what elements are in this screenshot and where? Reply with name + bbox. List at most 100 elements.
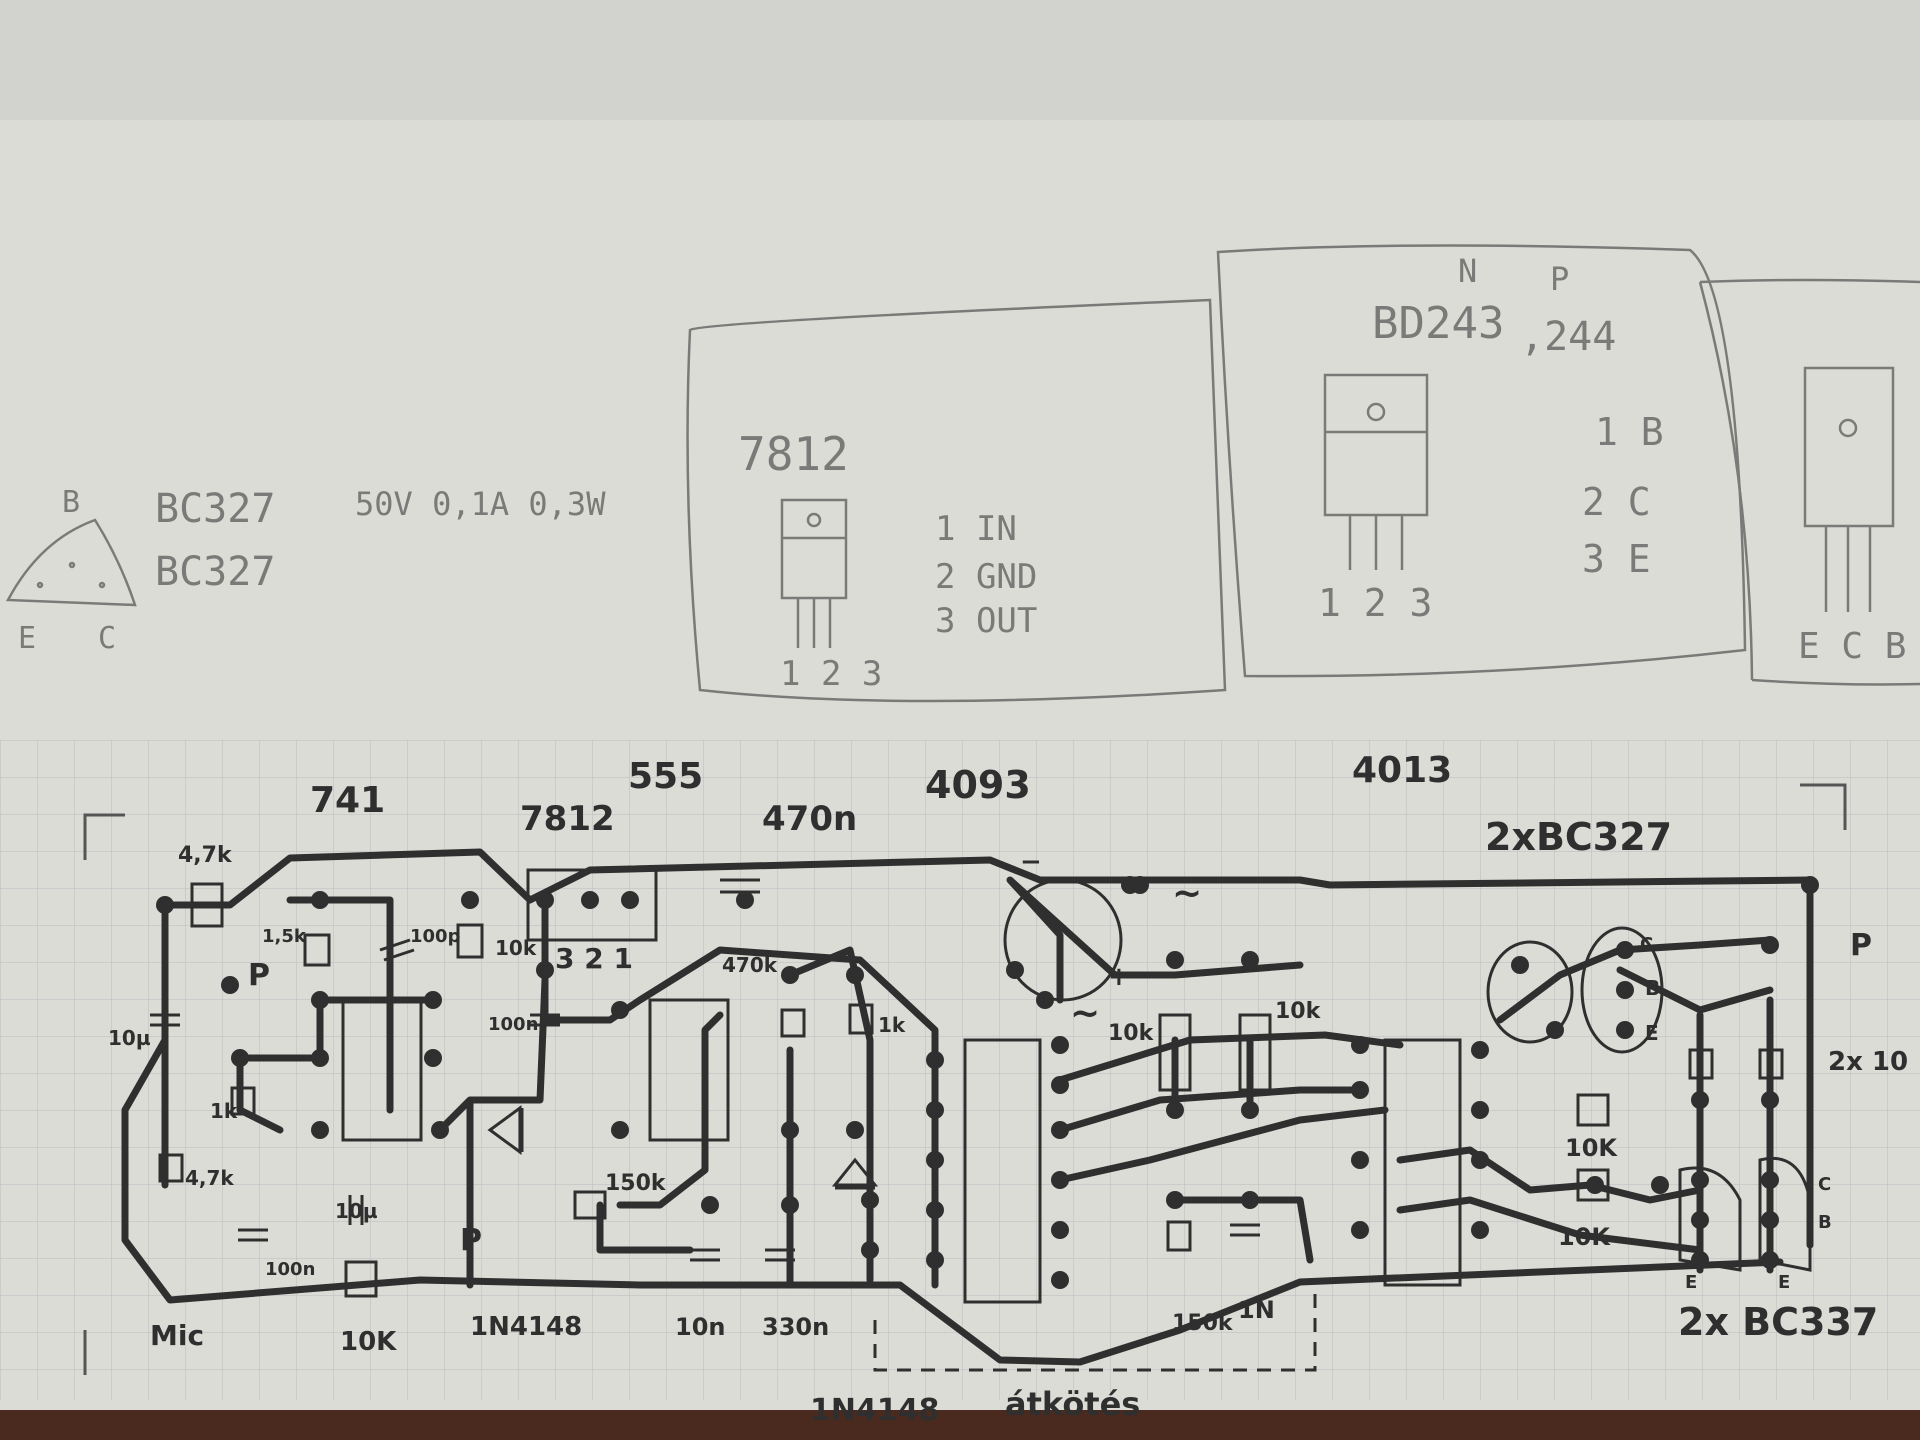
capacitor-1n	[1230, 1223, 1260, 1237]
label-r-4k7-top: 4,7k	[178, 843, 233, 868]
label-c-1n: 1N	[1238, 1296, 1275, 1324]
pad	[621, 891, 639, 909]
label-2xbc337: 2x BC337	[1678, 1300, 1878, 1344]
resistor-10k-a	[456, 923, 484, 959]
ic-4093-body	[963, 1038, 1042, 1304]
pad	[1471, 1101, 1489, 1119]
pad	[431, 1121, 449, 1139]
label-c-10u-b: 10µ	[335, 1199, 378, 1223]
ic-4013-body	[1383, 1038, 1462, 1287]
bd243-type-p: P	[1550, 260, 1569, 298]
pad	[1586, 1176, 1604, 1194]
label-r-10k-f: 10K	[1558, 1223, 1611, 1251]
label-ac-2: ~	[1070, 993, 1100, 1034]
pad	[1051, 1076, 1069, 1094]
label-bottom-note: átkötés	[1005, 1385, 1140, 1423]
to92-pin-dot-3	[98, 581, 106, 589]
bd243-type-n: N	[1458, 252, 1477, 290]
to92-pin-dot-2	[68, 561, 76, 569]
pad	[781, 966, 799, 984]
label-r-10k-a: 10k	[495, 936, 537, 960]
resistor-4k7-b	[158, 1153, 184, 1183]
resistor-10k-c	[1158, 1013, 1192, 1092]
pad	[1166, 951, 1184, 969]
pad	[1691, 1211, 1709, 1229]
label-r-150k-a: 150k	[605, 1171, 667, 1196]
paper-shadow-top	[0, 0, 1920, 120]
right-transistor-pins: E C B	[1798, 626, 1906, 667]
bd243-name-2: ,244	[1520, 314, 1616, 360]
label-c-10u-a: 10µ	[108, 1026, 151, 1050]
regulator-pin-numbers: 1 2 3	[780, 654, 882, 694]
pad	[611, 1121, 629, 1139]
regulator-pin1-desc: 1 IN	[935, 509, 1017, 549]
resistor-150k-a	[573, 1190, 607, 1220]
ic-bodies	[341, 868, 1812, 1304]
corner-top-right	[1800, 783, 1847, 830]
bd243-pin-map-2: 2 C	[1582, 480, 1651, 524]
label-r-470k: 470k	[722, 953, 778, 977]
capacitor-100p	[379, 938, 415, 962]
pad	[926, 1051, 944, 1069]
pad	[861, 1241, 879, 1259]
label-r-10k-e: 10K	[1565, 1134, 1618, 1162]
pad	[926, 1151, 944, 1169]
to92-outline	[5, 518, 137, 607]
label-transistor-e: E	[1645, 1021, 1659, 1045]
ic-label-4093: 4093	[925, 763, 1031, 807]
pad	[1761, 1211, 1779, 1229]
to92-pin-dot-1	[36, 581, 44, 589]
pad	[846, 1121, 864, 1139]
capacitor-10u-b	[348, 1195, 364, 1225]
label-r-10k-d: 10k	[1275, 999, 1322, 1024]
pad	[1166, 1191, 1184, 1209]
bd243-hole	[1366, 402, 1386, 422]
bd243-box-outline	[1216, 244, 1747, 678]
label-pot-p2: P	[460, 1223, 482, 1258]
jumper-atkotes	[873, 1290, 1317, 1372]
pad	[1131, 876, 1149, 894]
ic-label-741: 741	[310, 780, 385, 821]
right-transistor-box	[1698, 278, 1920, 686]
capacitor-10n	[690, 1248, 720, 1262]
pad	[1471, 1221, 1489, 1239]
transistor-group-top-left	[1486, 940, 1574, 1044]
pad	[1166, 1101, 1184, 1119]
label-transistor-c2: C	[1818, 1174, 1831, 1195]
pad	[1051, 1121, 1069, 1139]
resistor-4k7-top	[190, 882, 224, 928]
label-r-10k-c: 10k	[1108, 1021, 1155, 1046]
right-box-outline	[1698, 278, 1920, 686]
pad	[536, 961, 554, 979]
pad	[424, 991, 442, 1009]
label-transistor-e3: E	[1778, 1272, 1790, 1293]
to92-ratings: 50V 0,1A 0,3W	[355, 485, 606, 523]
capacitor-330n	[765, 1248, 795, 1262]
label-c-100n-a: 100n	[265, 1259, 315, 1280]
label-plus: +	[1108, 962, 1130, 992]
regulator-box-outline	[686, 298, 1227, 703]
label-470n: 470n	[762, 799, 857, 839]
label-transistor-b: B	[1645, 976, 1660, 1000]
pad	[1241, 1101, 1259, 1119]
label-r-4k7-b: 4,7k	[185, 1166, 234, 1190]
trace-555-right	[786, 946, 874, 1289]
pad	[424, 1049, 442, 1067]
pad	[1761, 936, 1779, 954]
capacitor-470n	[720, 878, 760, 894]
pad	[926, 1101, 944, 1119]
label-ac-1: ~	[1172, 873, 1202, 914]
pad	[1616, 1021, 1634, 1039]
trace-reg-to-555	[541, 896, 939, 1289]
pad	[1546, 1021, 1564, 1039]
pad	[1801, 876, 1819, 894]
resistor-1k-a	[230, 1086, 256, 1116]
ic-555-body	[648, 998, 730, 1142]
label-c-100n-b: 100n	[488, 1014, 538, 1035]
ic-label-7812: 7812	[520, 799, 615, 839]
transistor-bottom-left-outline	[1678, 1166, 1742, 1272]
pad	[1761, 1251, 1779, 1269]
pad	[926, 1201, 944, 1219]
ic-label-4013: 4013	[1352, 750, 1452, 791]
pad	[311, 1049, 329, 1067]
